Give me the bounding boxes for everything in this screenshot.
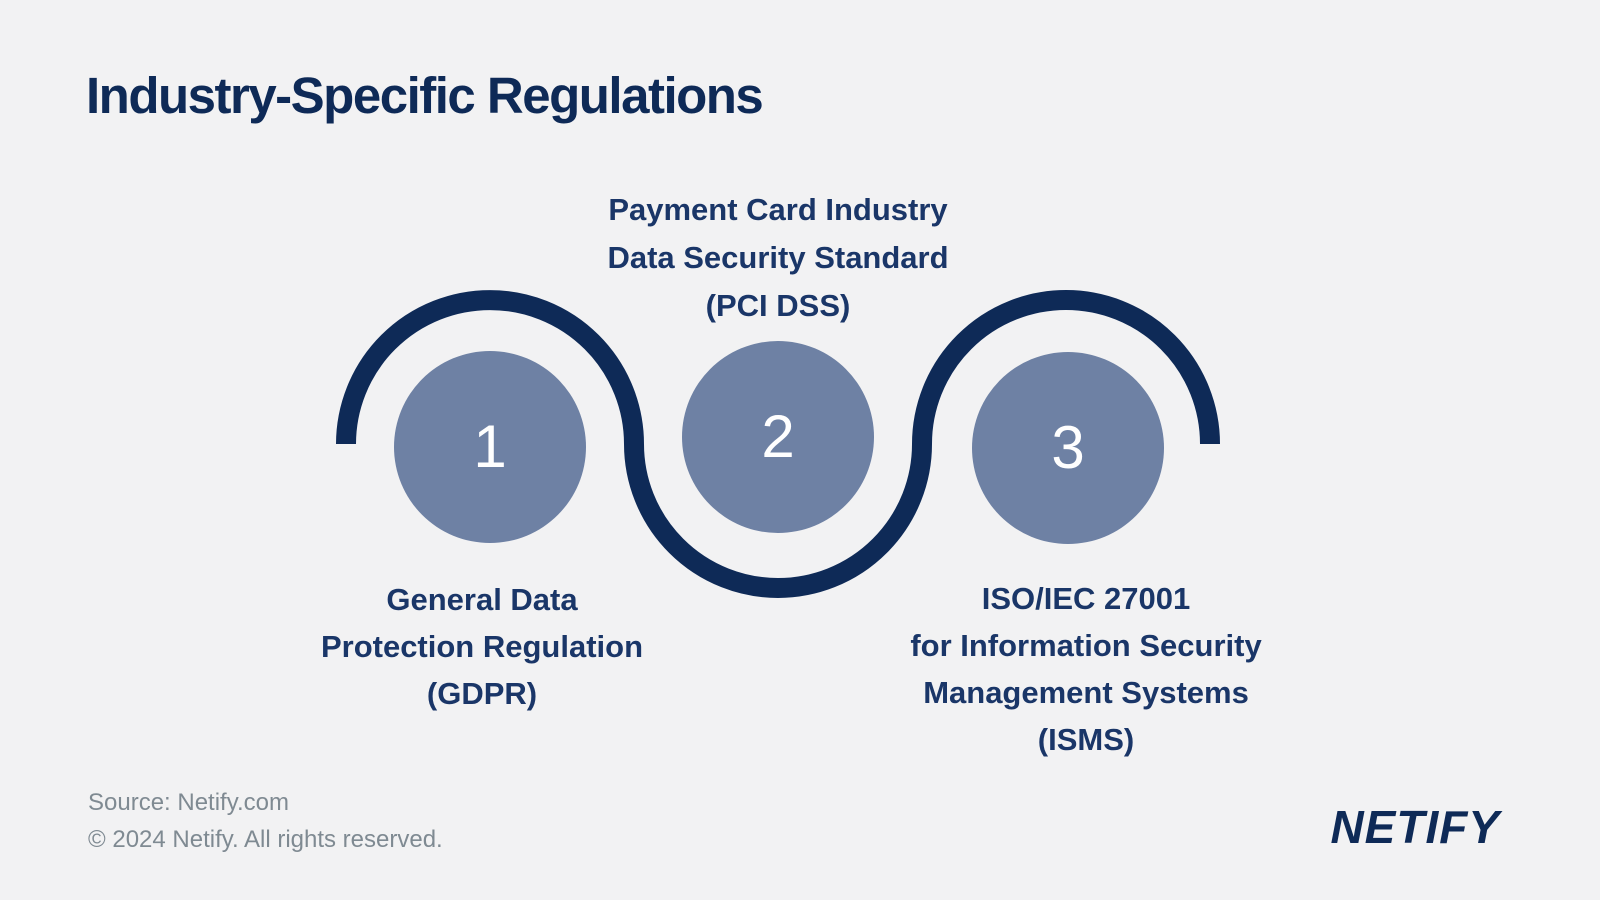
netify-logo: NETIFY [1330,801,1500,853]
step-3-label-line: for Information Security [910,628,1262,663]
copyright-text: © 2024 Netify. All rights reserved. [88,826,443,853]
step-1-label-line: Protection Regulation [320,629,644,664]
step-3-label-line: ISO/IEC 27001 [981,581,1191,616]
page-title: Industry-Specific Regulations [86,67,764,124]
wave-connector-path [336,290,1220,598]
step-3-circle: 3 [972,352,1164,544]
step-2-circle: 2 [682,341,874,533]
step-1-label-line: General Data [386,582,578,617]
step-2-label-line: (PCI DSS) [705,288,851,323]
step-3-number: 3 [1051,414,1085,481]
step-1-label-line: (GDPR) [426,676,538,711]
source-text: Source: Netify.com [88,789,289,816]
step-2-number: 2 [761,403,795,470]
step-1-label: General Data Protection Regulation (GDPR… [182,576,782,717]
step-3-label-line: Management Systems [923,675,1249,710]
footer-notes: Source: Netify.com © 2024 Netify. All ri… [88,784,443,858]
step-1-number: 1 [473,413,507,480]
step-2-label-line: Payment Card Industry [608,192,948,227]
step-3-label: ISO/IEC 27001 for Information Security M… [786,575,1386,763]
step-1-circle: 1 [394,351,586,543]
step-2-label-line: Data Security Standard [607,240,949,275]
step-3-label-line: (ISMS) [1037,722,1135,757]
step-2-label: Payment Card Industry Data Security Stan… [478,186,1078,330]
